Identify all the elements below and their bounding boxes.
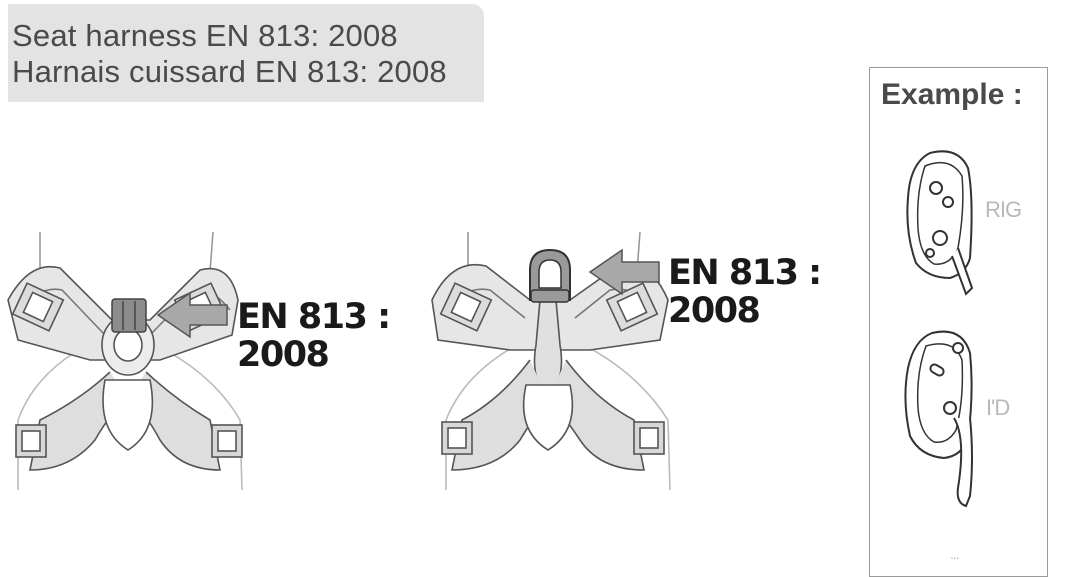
rig-device-icon bbox=[906, 150, 974, 296]
right-standard-label-line1: EN 813 : bbox=[668, 253, 822, 293]
header-banner: Seat harness EN 813: 2008 Harnais cuissa… bbox=[8, 4, 484, 102]
header-line-english: Seat harness EN 813: 2008 bbox=[12, 18, 398, 53]
right-pointer-arrow bbox=[588, 248, 660, 296]
header-line-french: Harnais cuissard EN 813: 2008 bbox=[12, 54, 447, 89]
device-illustrations bbox=[904, 150, 974, 508]
id-label: I'D bbox=[986, 395, 1010, 420]
left-standard-label-line2: 2008 bbox=[237, 335, 330, 375]
example-panel: Example : RIG I'D ... bbox=[869, 67, 1048, 577]
right-d-ring-attachment bbox=[529, 248, 571, 303]
example-title: Example : bbox=[881, 78, 1023, 111]
left-attachment-label-tag bbox=[111, 298, 147, 333]
left-pointer-arrow bbox=[156, 291, 228, 339]
id-device-icon bbox=[904, 330, 973, 508]
harness-illustrations bbox=[7, 231, 671, 491]
more-ellipsis: ... bbox=[950, 546, 960, 562]
right-harness-drawing bbox=[431, 231, 671, 491]
left-standard-label-line1: EN 813 : bbox=[237, 297, 391, 337]
rig-label: RIG bbox=[985, 197, 1022, 222]
left-harness-drawing bbox=[7, 231, 243, 491]
right-standard-label-line2: 2008 bbox=[668, 291, 761, 331]
